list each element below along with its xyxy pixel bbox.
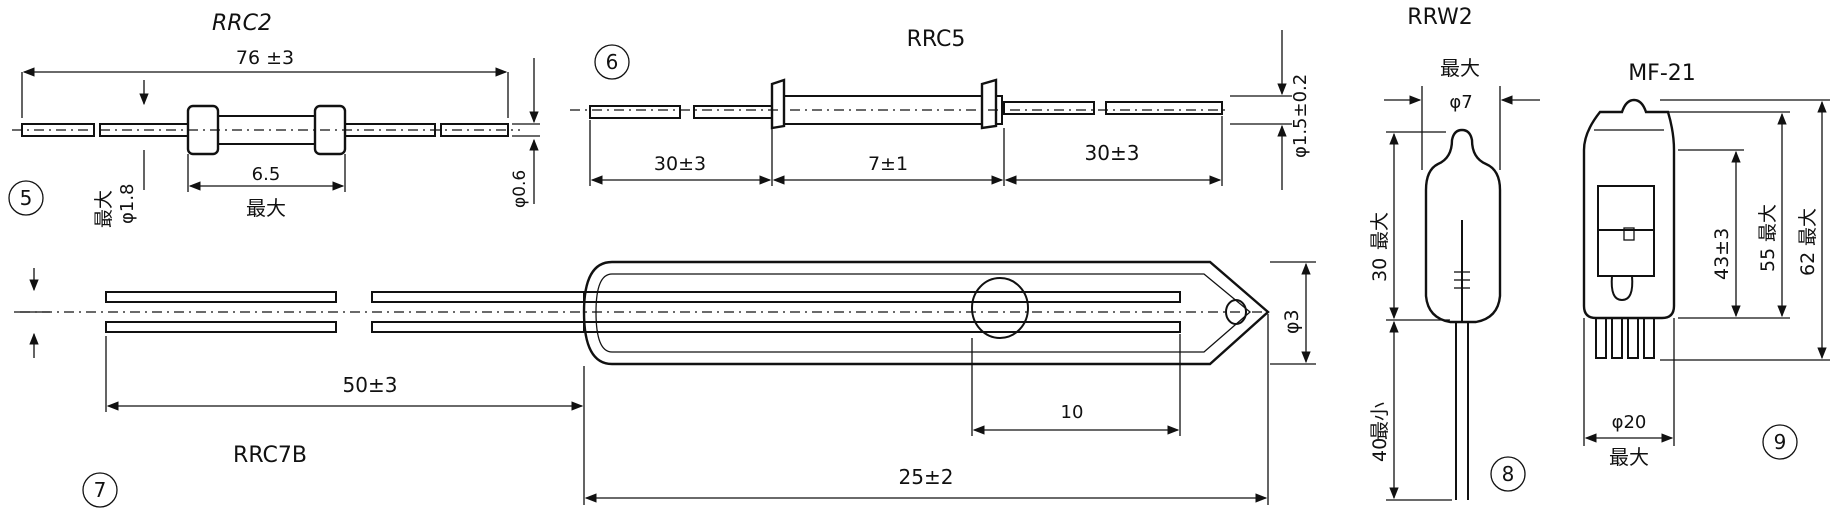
right-lead-dimension: 30±3 [1085, 141, 1140, 165]
figure-rrc5: RRC5 6 30±3 7±1 30±3 φ1.5±0.2 [570, 27, 1311, 190]
diameter-dimension: φ1.8 [117, 184, 138, 225]
body-dimension: 30 [1369, 258, 1391, 282]
total-max-note: 最大 [1797, 208, 1819, 246]
figure-number-circle [594, 44, 630, 80]
lead-wire-upper [105, 291, 337, 303]
contact-region [971, 277, 1029, 339]
lead-dimension: 50±3 [343, 373, 398, 397]
diameter-max-note: 最大 [93, 190, 115, 228]
figure-rrw2: RRW2 最大 φ7 30 最大 40 最小 8 [1369, 5, 1540, 501]
figure-number-9: 9 [1774, 430, 1787, 454]
model-label-mf21: MF-21 [1628, 61, 1696, 86]
tube-pin [1643, 317, 1655, 359]
body-dimension: 6.5 [252, 164, 281, 185]
tube-pin [1611, 317, 1623, 359]
figure-rrc2: RRC2 76 ±3 6.5 最大 φ1.8 最大 [8, 11, 540, 228]
lead-wire-lower [105, 321, 337, 333]
model-label-rrc5: RRC5 [907, 27, 966, 52]
body-dimension: 25±2 [899, 465, 954, 489]
diameter-dimension: φ20 [1612, 412, 1647, 433]
tube-envelope [1582, 98, 1676, 320]
reed-lower [583, 321, 1181, 333]
figure-number-5: 5 [20, 186, 33, 210]
tube-pin [1595, 317, 1607, 359]
left-lead-dimension: 30±3 [654, 153, 706, 175]
total-dimension: 62 [1797, 252, 1819, 276]
figure-number-7: 7 [94, 478, 107, 502]
lead-wire-left [693, 105, 775, 119]
lead-wire-right [1105, 101, 1223, 115]
mid-dimension: 55 [1757, 248, 1779, 272]
lead-wire-right [1003, 101, 1095, 115]
body-dimension: 7±1 [868, 153, 908, 175]
body-max-note: 最大 [1369, 212, 1391, 250]
figure-number-circle [8, 180, 44, 216]
lead-wire-upper [371, 291, 609, 303]
figure-number-circle [82, 472, 118, 508]
diameter-max-note: 最大 [1440, 56, 1480, 80]
lead-dimension: φ0.6 [510, 170, 530, 208]
reed-upper [583, 291, 1181, 303]
figure-number-6: 6 [606, 50, 619, 74]
diameter-dimension: φ7 [1449, 92, 1472, 113]
diameter-dimension: φ1.5±0.2 [1290, 74, 1311, 158]
figure-mf21: MF-21 43±3 55 最大 62 最大 φ20 最大 9 [1582, 61, 1830, 469]
end-cap-left [770, 78, 786, 130]
lead-min-note: 最小 [1369, 402, 1391, 440]
figure-rrc7b: φ3 50±3 10 25±2 RRC7B 7 [14, 260, 1316, 508]
figure-number-circle [1762, 424, 1798, 460]
figure-number-circle [1490, 456, 1526, 492]
tube-pin [1627, 317, 1639, 359]
length-dimension: 76 ±3 [236, 47, 294, 69]
diameter-dimension: φ3 [1281, 309, 1303, 334]
model-label-rrc7b: RRC7B [233, 443, 307, 468]
figure-number-8: 8 [1502, 462, 1515, 486]
contact-dimension: 10 [1061, 402, 1084, 423]
tube-element-node [1623, 227, 1635, 241]
diameter-max-note: 最大 [1609, 445, 1649, 469]
lead-wire-lower [371, 321, 609, 333]
end-cap-right [980, 78, 998, 130]
lead-dimension: 40 [1369, 438, 1391, 462]
glass-tube [582, 260, 1270, 366]
model-label-rrc2: RRC2 [212, 11, 272, 36]
lead-wire-left [589, 105, 681, 119]
body-max-note: 最大 [246, 196, 286, 220]
inner-dimension: 43±3 [1711, 228, 1733, 280]
tube-stem [1610, 275, 1634, 302]
model-label-rrw2: RRW2 [1407, 5, 1472, 30]
mid-max-note: 最大 [1757, 204, 1779, 242]
